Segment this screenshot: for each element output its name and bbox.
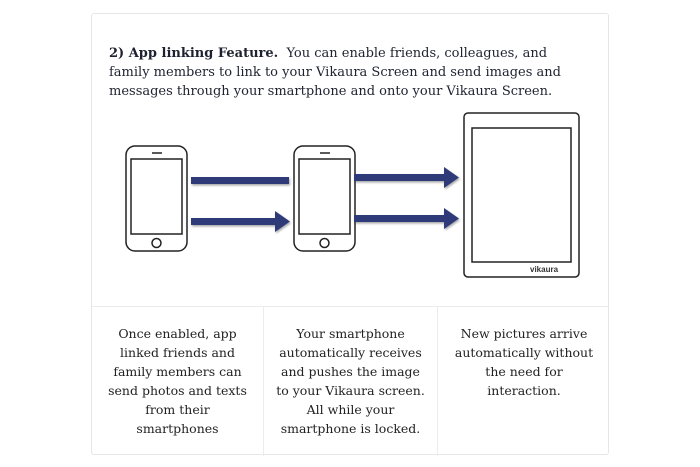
step-1: Once enabled, app linked friends and fam… xyxy=(92,306,264,456)
step-3: New pictures arrive automatically withou… xyxy=(454,326,594,398)
app-linking-illustration: vikaura xyxy=(125,112,580,278)
arrow-icon xyxy=(191,177,290,232)
feature-card: 2) App linking Feature. You can enable f… xyxy=(91,13,609,456)
intro-paragraph: 2) App linking Feature. You can enable f… xyxy=(109,44,579,101)
divider xyxy=(92,306,608,307)
feature-description: You can enable friends, colleagues, and … xyxy=(109,46,561,99)
vikaura-screen-icon xyxy=(463,112,580,278)
receiver-phone-icon xyxy=(293,145,356,252)
vikaura-logo: vikaura xyxy=(530,265,559,274)
sender-phone-icon xyxy=(125,145,188,252)
arrow-icon xyxy=(354,167,459,229)
step-2: Your smartphone automatically receives a… xyxy=(264,306,438,456)
feature-heading: 2) App linking Feature. xyxy=(109,46,279,61)
